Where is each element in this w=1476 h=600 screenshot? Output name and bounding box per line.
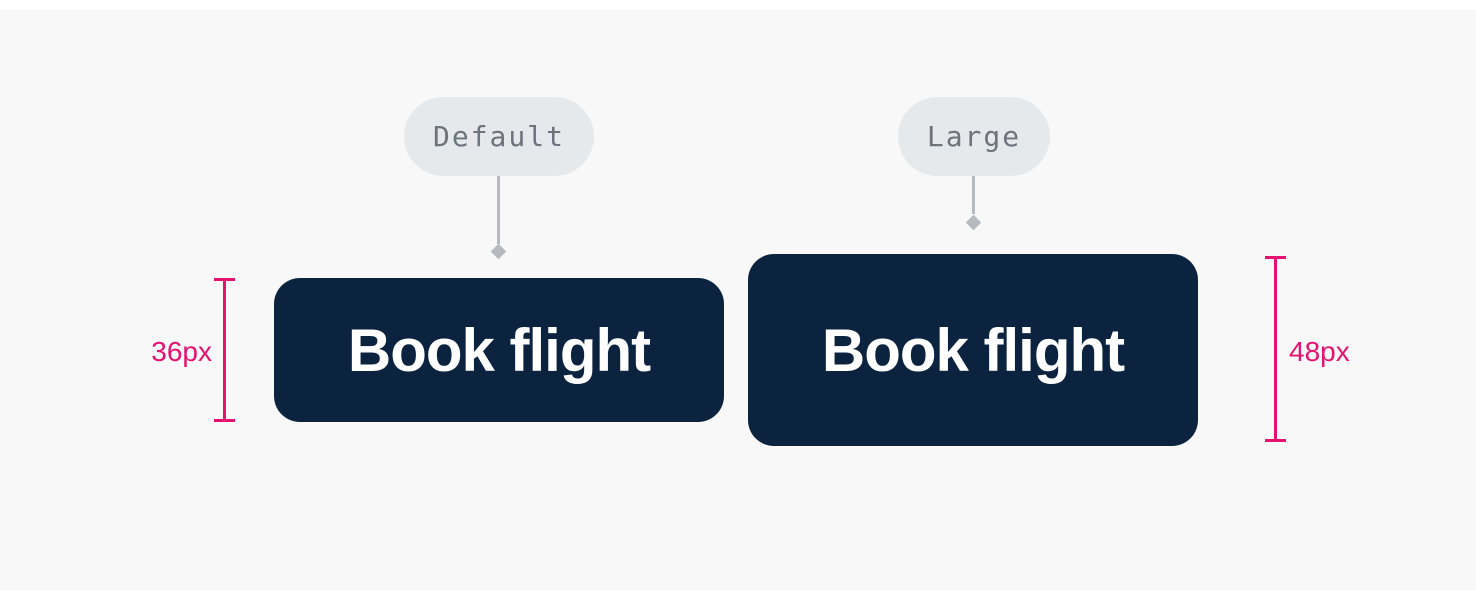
height-ruler-default xyxy=(223,279,226,421)
top-edge-strip xyxy=(0,0,1476,10)
variant-label-large-text: Large xyxy=(926,120,1022,153)
height-ruler-default-bottom-cap xyxy=(214,419,235,422)
height-ruler-large-bottom-cap xyxy=(1265,439,1286,442)
height-annotation-large: 48px xyxy=(1289,336,1350,367)
connector-line-large xyxy=(972,176,975,214)
diamond-icon-large xyxy=(965,214,982,231)
book-flight-button-default[interactable]: Book flight xyxy=(274,278,724,422)
height-ruler-default-top-cap xyxy=(214,278,235,281)
variant-label-default: Default xyxy=(404,97,594,176)
height-annotation-default: 36px xyxy=(151,336,212,367)
book-flight-button-large-label: Book flight xyxy=(821,316,1125,384)
book-flight-button-default-label: Book flight xyxy=(347,316,651,384)
variant-label-large: Large xyxy=(898,97,1050,176)
variant-label-default-text: Default xyxy=(432,120,565,153)
height-ruler-large-top-cap xyxy=(1265,256,1286,259)
height-ruler-large xyxy=(1274,257,1277,442)
connector-line-default xyxy=(497,176,500,244)
bottom-edge-strip xyxy=(0,590,1476,600)
book-flight-button-large[interactable]: Book flight xyxy=(748,254,1198,446)
diamond-icon-default xyxy=(490,243,507,260)
